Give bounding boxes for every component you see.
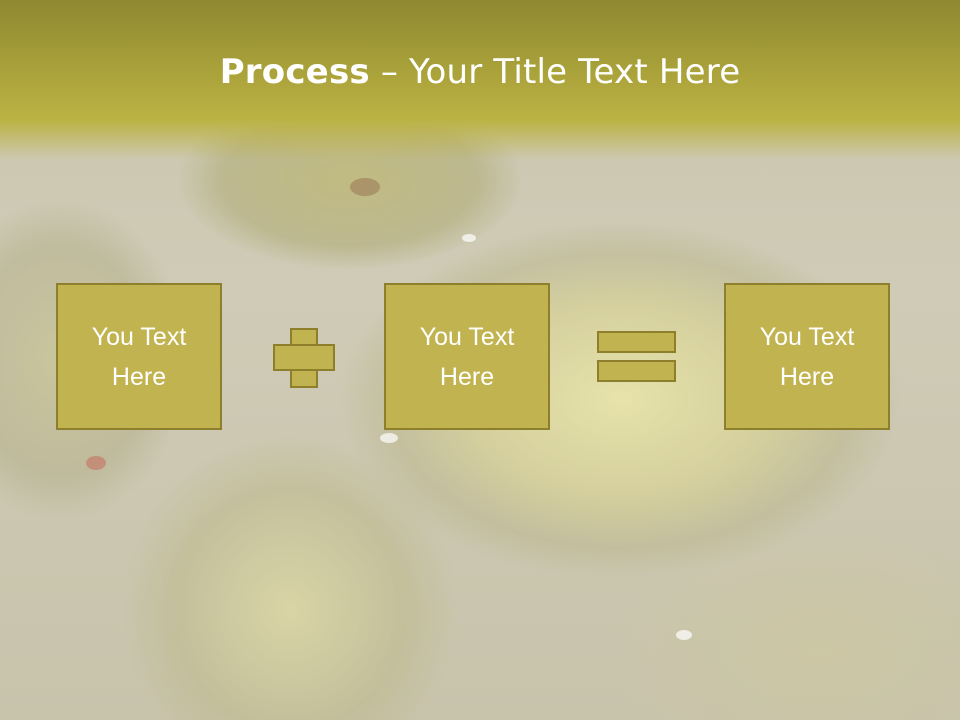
title-band [0, 0, 960, 160]
plus-center-fill [292, 346, 316, 369]
highlight [380, 433, 398, 443]
equals-bottom-bar [597, 360, 676, 382]
title-bold: Process [219, 52, 370, 92]
process-box-3: You Text Here [724, 283, 890, 430]
process-box-1-text: You Text Here [91, 322, 187, 391]
process-box-2: You Text Here [384, 283, 550, 430]
title-rest: – Your Title Text Here [369, 52, 741, 92]
process-box-2-text: You Text Here [419, 322, 515, 391]
process-box-3-text: You Text Here [759, 322, 855, 391]
highlight [676, 630, 692, 640]
slide-title: Process – Your Title Text Here [0, 52, 960, 92]
olive-pimento [350, 178, 380, 196]
olive-pimento [86, 456, 106, 470]
highlight [462, 234, 476, 242]
process-box-1: You Text Here [56, 283, 222, 430]
equals-top-bar [597, 331, 676, 353]
